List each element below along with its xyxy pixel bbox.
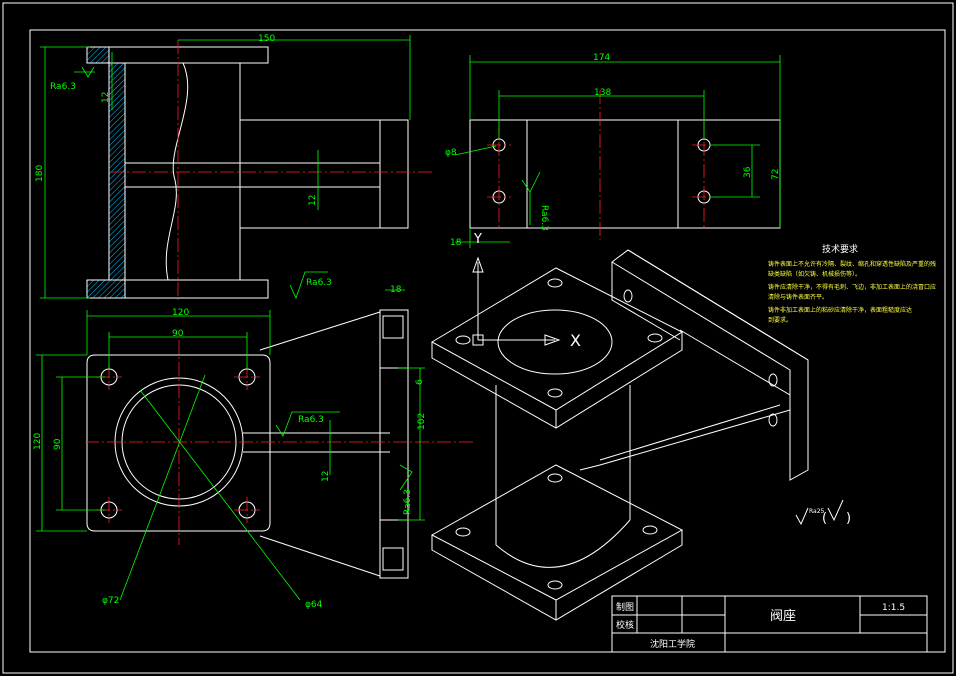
dim-plan-phi72: φ72 [102,596,119,606]
roughness-paren-open: ( [822,511,827,526]
dim-top-outer: 72 [771,169,781,180]
plan-view [36,289,475,601]
dim-top-holes: 138 [594,88,611,98]
title-school: 沈阳工学院 [650,638,695,650]
notes-title: 技术要求 [822,243,858,255]
dim-plan-holes-v: 90 [53,438,63,450]
title-block [611,595,928,653]
roughness-paren-close: ) [846,511,851,526]
iso-x-axis: X [570,331,581,350]
isometric-view [430,249,809,621]
dim-side-height: 102 [417,413,427,430]
roughness-symbol [795,499,844,526]
dim-top-inner: 36 [743,166,753,178]
ra-front-left: Ra6.3 [50,82,76,92]
dim-plan-phi64: φ64 [305,600,323,610]
dim-plan-width: 120 [172,308,189,318]
ra-top: Ra6.3 [539,205,549,231]
title-checked-label: 校核 [616,619,634,631]
dim-front-rib: 12 [308,195,318,206]
iso-y-axis: Y [473,232,482,247]
dim-front-width: 150 [258,34,275,44]
inner-border [29,29,946,653]
dim-plan-rib: 12 [321,471,331,482]
notes-line5: 铸件非加工表面上的粘砂应清除干净，表面粗糙度应达 [768,306,912,314]
dim-plan-holes: 90 [172,329,184,339]
dim-top-width: 174 [593,53,610,63]
ra-side: Ra6.3 [403,489,413,515]
dim-side-top: 18 [390,285,402,295]
title-part-name: 阀座 [770,609,796,624]
title-scale: 1:1.5 [882,603,905,613]
ra-plan: Ra6.3 [298,415,324,425]
notes-line2: 缺类缺陷（如欠铸、机械损伤等）。 [768,270,861,278]
ra-front-bottom: Ra6.3 [306,278,332,288]
notes-line4: 清除与铸件表面齐平。 [768,293,828,301]
notes-line3: 铸件应清除干净，不得有毛刺、飞边，非加工表面上的浇冒口应 [768,283,936,291]
dim-top-hole-dia: φ8 [445,148,457,158]
notes-line6: 到要求。 [768,316,792,324]
front-view [40,35,435,300]
notes-line1: 铸件表面上不允许有冷隔、裂纹、缩孔和穿透性缺陷及严重的残 [768,260,936,268]
dim-front-flange: 12 [101,92,111,103]
dim-top-edge: 18 [450,238,462,248]
top-view [454,55,781,248]
roughness-value: Ra25 [809,508,825,515]
dim-front-height: 180 [35,165,45,182]
title-drawn-label: 制图 [616,601,634,613]
dim-side-small: 6 [415,379,425,385]
dim-plan-height: 120 [33,433,43,450]
